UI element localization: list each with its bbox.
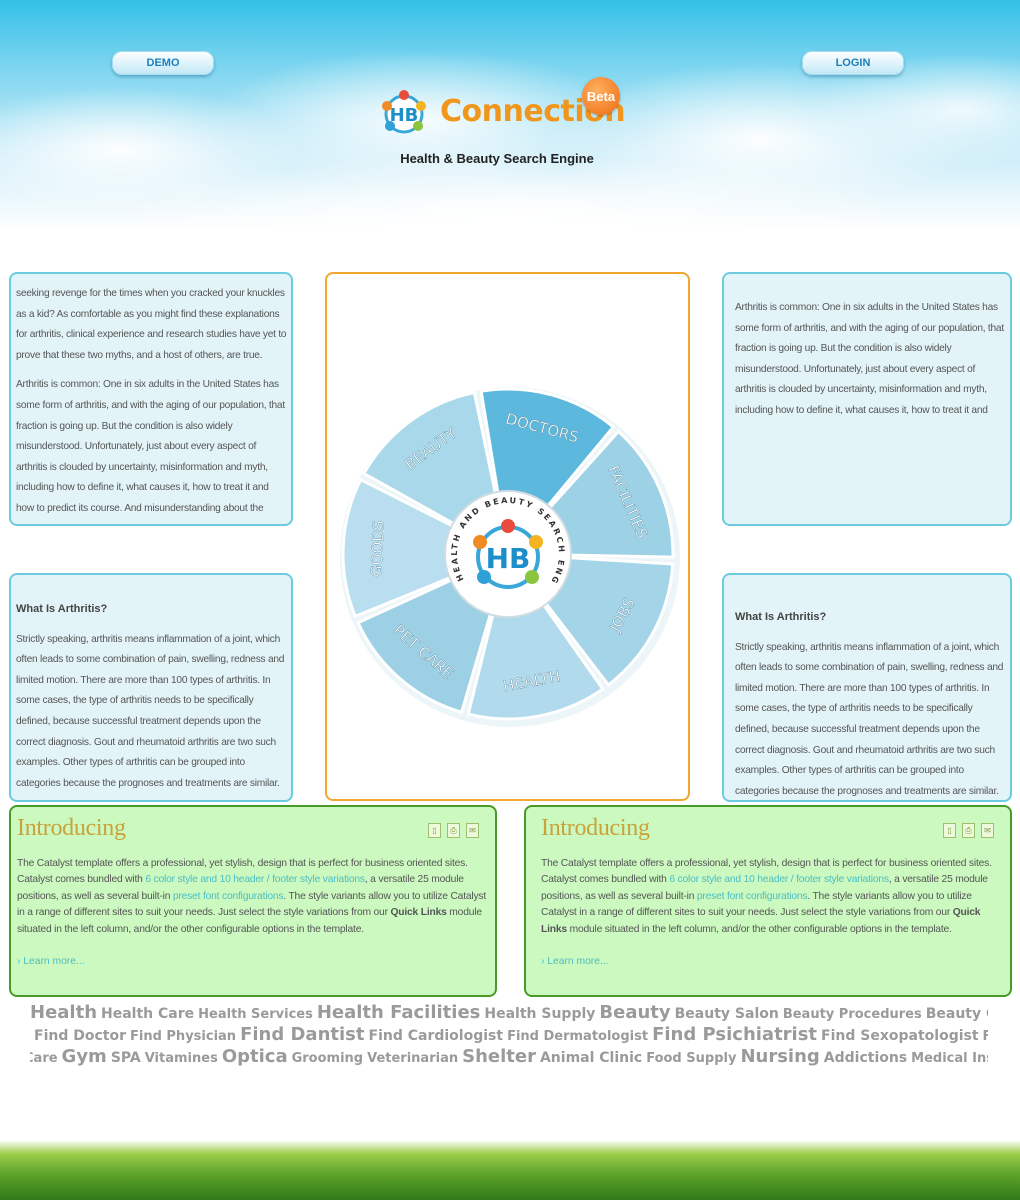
- tag-link[interactable]: Health Supply: [484, 1006, 596, 1022]
- sky-background: [0, 0, 1020, 270]
- left-bottom-info-box: What Is Arthritis? Strictly speaking, ar…: [9, 573, 293, 802]
- beta-badge: Beta: [582, 77, 620, 115]
- paragraph: Strictly speaking, arthritis means infla…: [16, 633, 285, 789]
- intro-text: The Catalyst template offers a professio…: [17, 856, 489, 938]
- intro-box-right: Introducing ▯ ⎙ ✉ The Catalyst template …: [524, 805, 1012, 997]
- tag-link[interactable]: Beauty Care: [925, 1006, 988, 1022]
- tag-link[interactable]: Health: [30, 1002, 98, 1023]
- section-heading: What Is Arthritis?: [735, 611, 827, 623]
- tag-link[interactable]: Find Dermatologist: [507, 1029, 649, 1044]
- svg-text:HB: HB: [486, 542, 531, 575]
- email-icon[interactable]: ✉: [466, 823, 479, 838]
- tag-link[interactable]: Gym: [61, 1046, 107, 1067]
- pdf-icon[interactable]: ▯: [428, 823, 441, 838]
- print-icon[interactable]: ⎙: [962, 823, 975, 838]
- tag-link[interactable]: Optica: [221, 1046, 288, 1067]
- tag-link[interactable]: SPA: [110, 1050, 141, 1066]
- tag-link[interactable]: Animal Clinic: [539, 1050, 643, 1066]
- learn-more-label: Learn more...: [547, 956, 609, 968]
- paragraph: Strictly speaking, arthritis means infla…: [735, 641, 1004, 797]
- intro-text: The Catalyst template offers a professio…: [541, 856, 1004, 938]
- style-variations-link[interactable]: 6 color style and 10 header / footer sty…: [145, 874, 365, 886]
- style-variations-link[interactable]: 6 color style and 10 header / footer sty…: [669, 874, 889, 886]
- right-top-info-box: Arthritis is common: One in six adults i…: [722, 272, 1012, 526]
- tag-link[interactable]: Find Cardiologist: [368, 1028, 504, 1044]
- tag-link[interactable]: Food Supply: [646, 1051, 737, 1066]
- learn-more-link[interactable]: › Learn more...: [541, 956, 1004, 967]
- tagline: Health & Beauty Search Engine: [400, 151, 594, 166]
- tag-link[interactable]: Addictions: [823, 1050, 908, 1066]
- intro-title: Introducing: [17, 815, 126, 841]
- section-heading: What Is Arthritis?: [16, 603, 108, 615]
- text: . The style variants allow you to utiliz…: [541, 890, 972, 919]
- print-icon[interactable]: ⎙: [447, 823, 460, 838]
- wheel-label: GOODS: [367, 520, 387, 577]
- tag-link[interactable]: Medical Insuran: [911, 1051, 988, 1066]
- demo-button[interactable]: DEMO: [112, 51, 214, 75]
- tag-link[interactable]: Care: [30, 1051, 58, 1066]
- text: . The style variants allow you to utiliz…: [17, 890, 487, 919]
- tag-link[interactable]: Health Facilities: [316, 1002, 481, 1023]
- left-top-info-box: seeking revenge for the times when you c…: [9, 272, 293, 526]
- tag-link[interactable]: Vitamines: [144, 1051, 218, 1066]
- learn-more-label: Learn more...: [23, 956, 85, 968]
- font-config-link[interactable]: preset font configurations: [696, 890, 808, 902]
- pdf-icon[interactable]: ▯: [943, 823, 956, 838]
- intro-toolbar: ▯ ⎙ ✉: [943, 823, 994, 838]
- right-bottom-info-box: What Is Arthritis? Strictly speaking, ar…: [722, 573, 1012, 802]
- paragraph: Arthritis is common: One in six adults i…: [16, 379, 285, 524]
- tag-link[interactable]: Beauty Procedures: [782, 1007, 922, 1022]
- tag-link[interactable]: Find Sexopatologist: [821, 1028, 979, 1044]
- tag-link[interactable]: Nursing: [740, 1046, 820, 1067]
- tag-link[interactable]: Find Dantist: [240, 1024, 365, 1045]
- tag-link[interactable]: Find Pe: [982, 1029, 988, 1044]
- text: , a versatile 25 module positions, as we…: [541, 874, 988, 902]
- tag-link[interactable]: Health Care: [101, 1006, 195, 1022]
- login-button[interactable]: LOGIN: [802, 51, 904, 75]
- paragraph: Arthritis is common: One in six adults i…: [735, 302, 1004, 416]
- grass-footer: [0, 1140, 1020, 1200]
- text: module situated in the left column, and/…: [566, 923, 952, 935]
- tag-link[interactable]: Find Doctor: [34, 1028, 126, 1044]
- email-icon[interactable]: ✉: [981, 823, 994, 838]
- tag-link[interactable]: Find Psichiatrist: [652, 1024, 818, 1045]
- text: module situated in the left column, and/…: [17, 907, 482, 935]
- svg-text:HB: HB: [390, 105, 419, 126]
- font-config-link[interactable]: preset font configurations: [172, 890, 284, 902]
- tag-link[interactable]: Beauty: [599, 1002, 671, 1023]
- tag-link[interactable]: Health Services: [198, 1007, 313, 1022]
- intro-title: Introducing: [541, 815, 650, 841]
- intro-box-left: Introducing ▯ ⎙ ✉ The Catalyst template …: [9, 805, 497, 997]
- tag-link[interactable]: Find Physician: [129, 1029, 237, 1044]
- chevron-right-icon: ›: [541, 956, 548, 968]
- paragraph: seeking revenge for the times when you c…: [16, 288, 287, 361]
- tag-link[interactable]: Beauty Salon: [674, 1006, 779, 1022]
- hb-logo-icon: HB: [382, 90, 426, 134]
- text: The Catalyst template offers a professio…: [17, 858, 468, 886]
- quick-links-text: Quick Links: [541, 907, 981, 935]
- tag-link[interactable]: Grooming: [291, 1051, 364, 1066]
- tag-cloud-line: CareGymSPAVitaminesOpticaGroomingVeterin…: [30, 1046, 988, 1068]
- text: The Catalyst template offers a professio…: [541, 858, 992, 886]
- hb-hub-logo-icon: HB: [473, 519, 543, 589]
- tag-link[interactable]: Shelter: [462, 1046, 536, 1067]
- text: , a versatile 25 module positions, as we…: [17, 874, 464, 902]
- intro-toolbar: ▯ ⎙ ✉: [428, 823, 479, 838]
- learn-more-link[interactable]: › Learn more...: [17, 956, 489, 967]
- tag-link[interactable]: Veterinarian: [367, 1051, 459, 1066]
- quick-links-text: Quick Links: [390, 907, 447, 919]
- chevron-right-icon: ›: [17, 956, 24, 968]
